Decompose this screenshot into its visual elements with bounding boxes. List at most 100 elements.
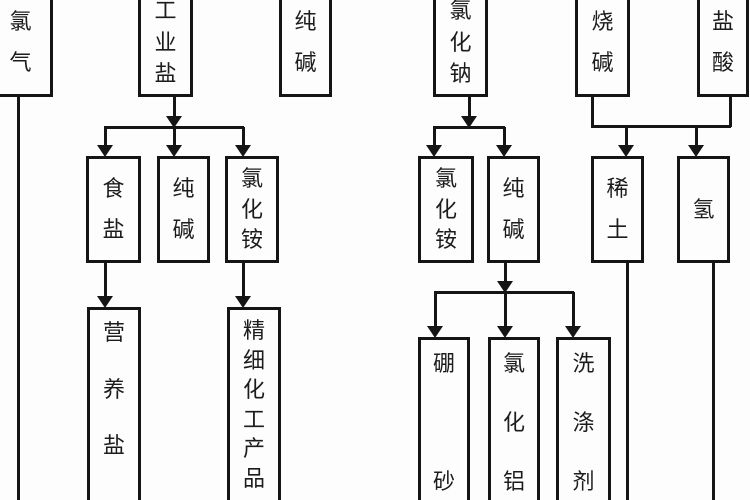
node-hydrogen: 氢 [677,156,730,263]
node-detergent: 洗涤剂 [556,337,611,500]
node-nutrient-salt: 营养盐 [87,307,141,500]
arrowhead-down-icon [97,296,113,308]
arrowhead-down-icon [97,145,113,157]
node-label-char: 营 [102,320,125,345]
node-label-char: 铵 [434,227,457,253]
node-label-char: 钠 [449,60,472,86]
node-label-char: 氯 [240,165,263,191]
node-label-char: 剂 [572,469,595,494]
node-label-char: 洗 [572,351,595,376]
node-soda-ash-top: 纯碱 [279,0,332,97]
node-chlorine-gas: 氯气 [0,0,53,97]
node-label-char: 纯 [502,176,525,201]
edge-line-v [16,97,20,500]
node-label-char: 化 [240,196,263,222]
node-label-char: 盐 [102,433,125,458]
edge-line-v [467,97,471,118]
node-label-char: 涤 [572,410,595,435]
node-label-char: 碱 [591,50,614,76]
edge-line-v [432,127,436,147]
edge-line-v [590,96,594,127]
arrowhead-down-icon [427,326,443,338]
node-label-char: 产 [242,436,265,462]
arrowhead-down-icon [618,145,634,157]
node-label-char: 品 [242,465,265,491]
node-label-char: 精 [242,318,265,343]
arrowhead-down-icon [688,145,704,157]
node-label-char: 氢 [692,196,715,222]
node-aluminum-chloride: 氯化铝 [488,337,540,500]
node-label-char: 化 [434,196,457,222]
node-label-char: 业 [154,29,177,55]
node-fine-chemical-products: 精细化工产品 [227,307,281,500]
edge-line-h [433,125,505,129]
node-ammonium-chloride-left: 氯化铵 [225,156,279,263]
edge-line-h [591,124,731,128]
node-borax: 硼砂 [418,337,470,500]
node-label-char: 酸 [711,50,734,76]
node-soda-ash-mid: 纯碱 [487,156,540,263]
node-label-char: 养 [102,376,125,402]
node-label-char: 铵 [240,227,263,253]
node-rare-earth: 稀土 [591,156,644,263]
node-industrial-salt: 工业盐 [138,0,193,97]
edge-line-v [103,263,107,298]
edge-line-v [625,263,629,500]
node-label-char: 稀 [606,176,629,201]
node-label-char: 工 [154,0,177,24]
edge-line-v [571,292,575,328]
node-label-char: 烧 [591,8,614,34]
node-label-char: 碱 [502,217,525,242]
node-ammonium-chloride-mid: 氯化铵 [418,156,474,263]
node-label-char: 砂 [432,469,455,494]
node-label-char: 氯 [434,165,457,191]
arrowhead-down-icon [497,326,513,338]
node-label-char: 纯 [172,176,195,201]
node-table-salt: 食盐 [86,156,141,263]
node-label-char: 化 [449,29,472,55]
edge-line-v [711,263,715,500]
edge-line-v [728,96,732,127]
node-label-char: 气 [9,50,32,76]
node-label-char: 碱 [294,50,317,76]
edge-line-v [241,263,245,298]
node-sodium-chloride: 氯化钠 [433,0,488,97]
edge-line-v [503,263,507,283]
node-label-char: 土 [606,217,629,242]
edge-line-v [103,127,107,147]
node-soda-ash-left: 纯碱 [157,156,210,263]
node-label-char: 工 [242,406,265,432]
node-label-char: 化 [502,410,525,435]
node-caustic-soda: 烧碱 [575,0,630,97]
node-label-char: 铝 [502,469,525,494]
node-label-char: 碱 [172,217,195,242]
edge-line-v [694,126,698,147]
edge-line-v [172,97,176,118]
edge-line-v [172,127,176,147]
edge-line-v [502,127,506,147]
node-label-char: 食 [102,176,125,201]
edge-line-v [503,292,507,328]
node-label-char: 盐 [154,60,177,86]
arrowhead-down-icon [166,145,182,157]
node-hydrochloric-acid: 盐酸 [697,0,749,97]
arrowhead-down-icon [235,296,251,308]
arrowhead-down-icon [235,145,251,157]
node-label-char: 盐 [711,8,734,34]
edge-line-v [624,126,628,147]
node-label-char: 硼 [432,351,455,376]
arrowhead-down-icon [166,116,182,128]
arrowhead-down-icon [426,145,442,157]
node-label-char: 氯 [449,0,472,24]
arrowhead-down-icon [496,145,512,157]
node-label-char: 纯 [294,8,317,34]
node-label-char: 氯 [9,8,32,34]
arrowhead-down-icon [461,116,477,128]
arrowhead-down-icon [565,326,581,338]
node-label-char: 盐 [102,217,125,242]
node-label-char: 化 [242,377,265,403]
node-label-char: 细 [242,347,265,373]
arrowhead-down-icon [497,281,513,293]
edge-line-v [433,292,437,328]
